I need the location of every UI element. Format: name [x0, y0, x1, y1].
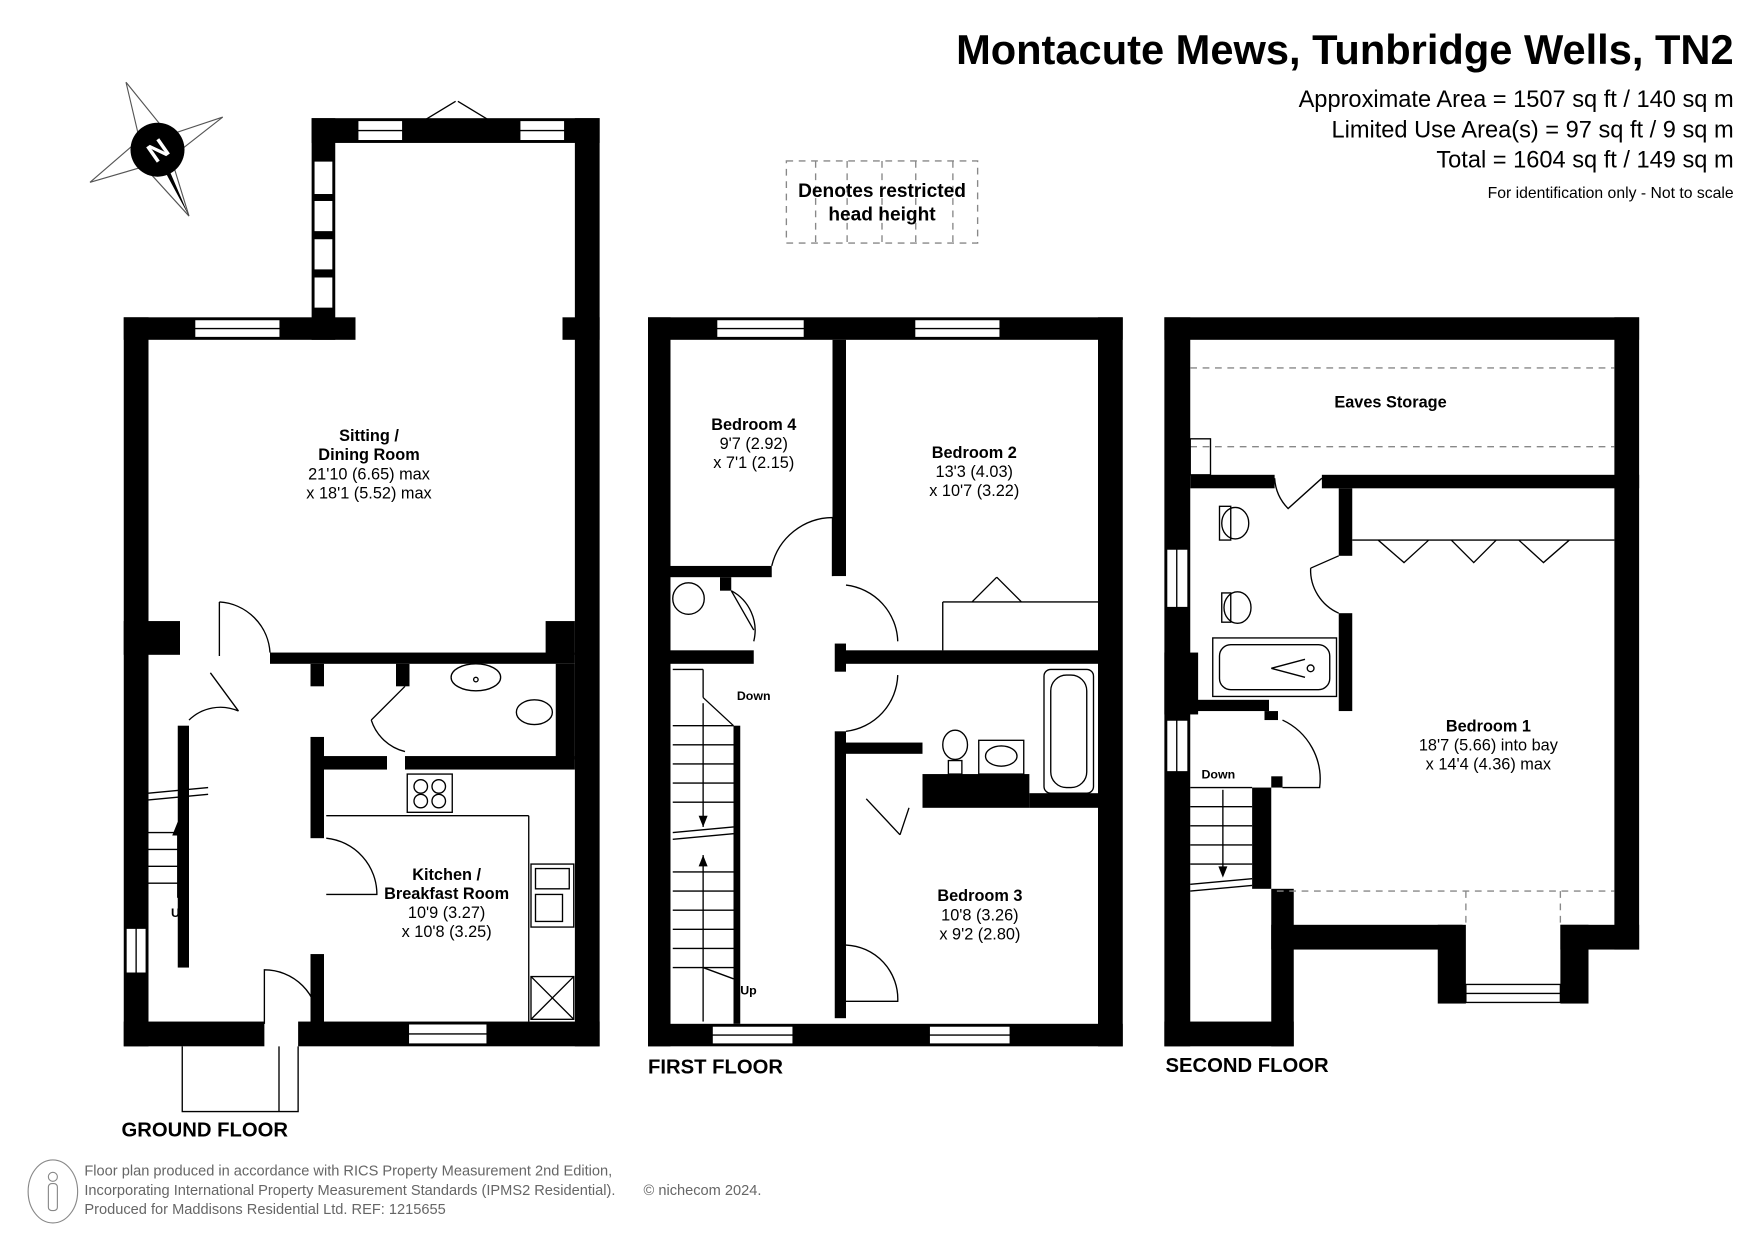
second-floor-plan: Eaves Storage Down Bedroom 1 18'7 (5.66)…: [1164, 317, 1640, 1077]
room-dimension: 21'10 (6.65) max: [308, 465, 430, 483]
footer-line1: Floor plan produced in accordance with R…: [84, 1164, 612, 1180]
first-stairs-up-label: Up: [740, 984, 757, 998]
room-dimension: 9'7 (2.92): [720, 435, 788, 453]
room-dimension: x 10'8 (3.25): [402, 923, 492, 941]
room-name: Bedroom 4: [711, 416, 796, 434]
second-floor-label: SECOND FLOOR: [1166, 1055, 1330, 1077]
room-name: Breakfast Room: [384, 885, 509, 903]
total-area: Total = 1604 sq ft / 149 sq m: [1436, 148, 1733, 174]
room-dimension: 10'9 (3.27): [408, 904, 485, 922]
eaves-storage-label: Eaves Storage: [1334, 393, 1446, 411]
person-scale-icon: [27, 1159, 79, 1224]
first-stairs-down-label: Down: [737, 689, 771, 703]
first-floor-label: FIRST FLOOR: [648, 1056, 783, 1078]
room-dimension: 18'7 (5.66) into bay: [1419, 736, 1559, 754]
room-name: Bedroom 3: [937, 887, 1022, 905]
compass-icon: N: [89, 81, 224, 217]
room-dimension: 13'3 (4.03): [936, 463, 1013, 481]
disclaimer: For identification only - Not to scale: [1488, 185, 1734, 202]
room-name: Sitting /: [339, 427, 399, 445]
page-title: Montacute Mews, Tunbridge Wells, TN2: [956, 26, 1734, 73]
room-dimension: 10'8 (3.26): [941, 906, 1018, 924]
room-dimension: x 7'1 (2.15): [713, 454, 794, 472]
restricted-height-legend: Denotes restricted head height: [785, 160, 979, 244]
room-dimension: x 18'1 (5.52) max: [306, 484, 431, 502]
ground-floor-plan: Up Sitting / Dining Room 21'10 (6.65) ma…: [122, 100, 600, 1141]
ground-stairs-up-label: Up: [171, 906, 188, 920]
footer: Floor plan produced in accordance with R…: [27, 1159, 762, 1224]
footer-copyright: © nichecom 2024.: [644, 1183, 762, 1199]
legend-text-line1: Denotes restricted: [798, 181, 966, 202]
room-dimension: x 9'2 (2.80): [939, 925, 1020, 943]
limited-use-area: Limited Use Area(s) = 97 sq ft / 9 sq m: [1331, 117, 1733, 143]
room-name: Bedroom 2: [932, 444, 1017, 462]
room-name: Dining Room: [318, 446, 419, 464]
ground-floor-label: GROUND FLOOR: [122, 1119, 289, 1141]
legend-text-line2: head height: [828, 205, 936, 226]
second-stairs-down-label: Down: [1202, 768, 1236, 782]
room-name: Kitchen /: [412, 866, 481, 884]
first-floor-plan: Down Up Bedroom 4 9'7 (2.92) x 7'1 (2.15…: [648, 317, 1123, 1078]
footer-line3: Produced for Maddisons Residential Ltd. …: [84, 1202, 445, 1218]
room-name: Bedroom 1: [1446, 717, 1531, 735]
room-dimension: x 10'7 (3.22): [929, 482, 1019, 500]
room-dimension: x 14'4 (4.36) max: [1426, 756, 1551, 774]
footer-line2: Incorporating International Property Mea…: [84, 1183, 615, 1199]
approximate-area: Approximate Area = 1507 sq ft / 140 sq m: [1299, 87, 1734, 113]
